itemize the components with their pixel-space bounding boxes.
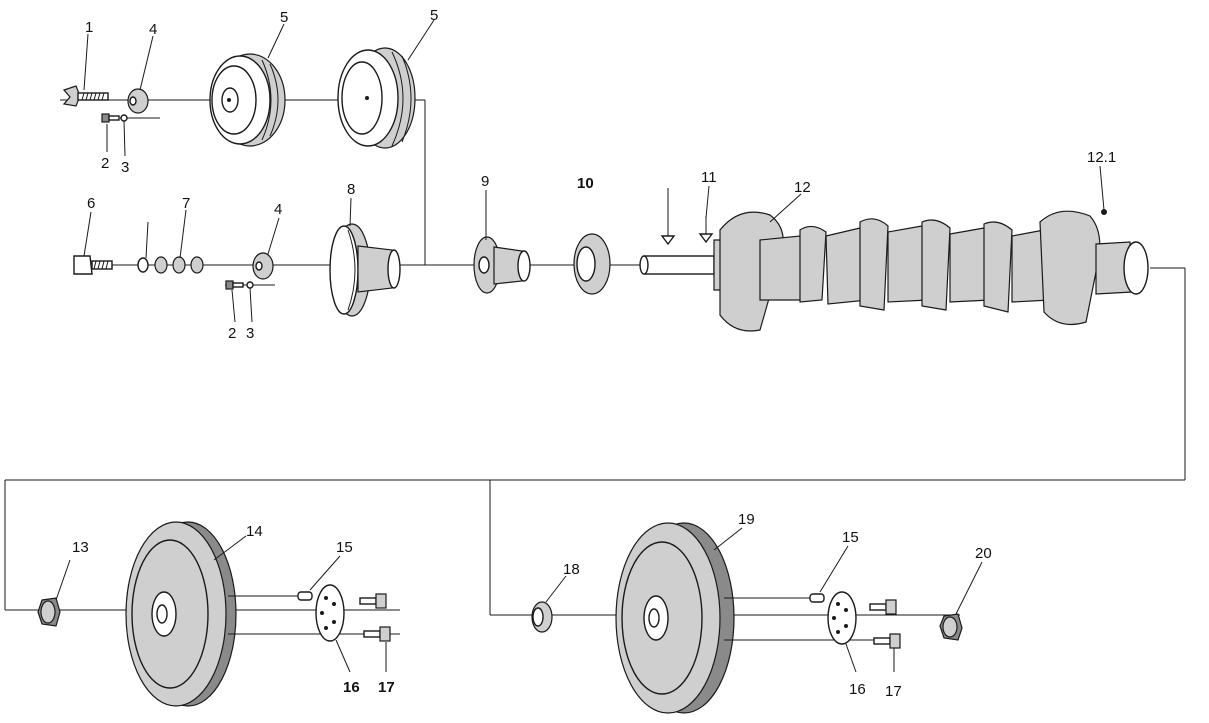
- washer-icon: [137, 256, 204, 274]
- washer-icon: [252, 252, 274, 280]
- label-13: 13: [72, 539, 89, 556]
- label-5-first: 5: [280, 9, 288, 26]
- hub-icon: [329, 223, 401, 317]
- label-3-top: 3: [121, 159, 129, 176]
- washer-icon: [127, 88, 149, 114]
- seal-icon: [573, 233, 611, 295]
- flywheel-icon: [615, 522, 880, 714]
- key-icon: [660, 188, 714, 246]
- pulley-icon: [209, 53, 286, 147]
- plate-icon: [827, 591, 857, 645]
- bolt-icon: [73, 255, 113, 275]
- bolt-icon: [869, 599, 901, 649]
- label-12: 12: [794, 179, 811, 196]
- bolt-icon: [101, 113, 128, 123]
- label-16-left: 16: [343, 679, 360, 696]
- dowel-pin-icon: [809, 593, 825, 603]
- pulley-icon: [337, 47, 416, 149]
- label-17-right: 17: [885, 683, 902, 700]
- bolt-icon: [225, 280, 254, 290]
- label-11: 11: [701, 169, 717, 186]
- label-15-right: 15: [842, 529, 859, 546]
- bushing-icon: [531, 601, 553, 633]
- label-5-second: 5: [430, 7, 438, 24]
- label-9: 9: [481, 173, 489, 190]
- label-18: 18: [563, 561, 580, 578]
- label-6: 6: [87, 195, 95, 212]
- plate-icon: [315, 584, 345, 642]
- part-labels: 1 2 3 4 5 5 6 7 4 2 3 8 9 10 11 12 12.1 …: [72, 7, 1116, 700]
- label-4-lower: 4: [274, 201, 282, 218]
- nut-icon: [37, 597, 61, 627]
- label-14: 14: [246, 523, 263, 540]
- label-4-top: 4: [149, 21, 157, 38]
- label-16-right: 16: [849, 681, 866, 698]
- crankshaft-icon: [639, 209, 1149, 332]
- label-20: 20: [975, 545, 992, 562]
- bolt-icon: [62, 85, 109, 107]
- label-12-1: 12.1: [1087, 149, 1116, 166]
- bolt-icon: [359, 593, 391, 642]
- label-2-lower: 2: [228, 325, 236, 342]
- flywheel-icon: [125, 521, 400, 707]
- dowel-pin-icon: [297, 591, 313, 601]
- label-15-left: 15: [336, 539, 353, 556]
- leader-lines: [55, 19, 1105, 673]
- label-3-lower: 3: [246, 325, 254, 342]
- nut-icon: [939, 613, 963, 641]
- label-7: 7: [182, 195, 190, 212]
- label-1: 1: [85, 19, 93, 36]
- label-2-top: 2: [101, 155, 109, 172]
- label-19: 19: [738, 511, 755, 528]
- bushing-icon: [473, 236, 531, 294]
- label-8: 8: [347, 181, 355, 198]
- label-17-left: 17: [378, 679, 395, 696]
- label-10: 10: [577, 175, 594, 192]
